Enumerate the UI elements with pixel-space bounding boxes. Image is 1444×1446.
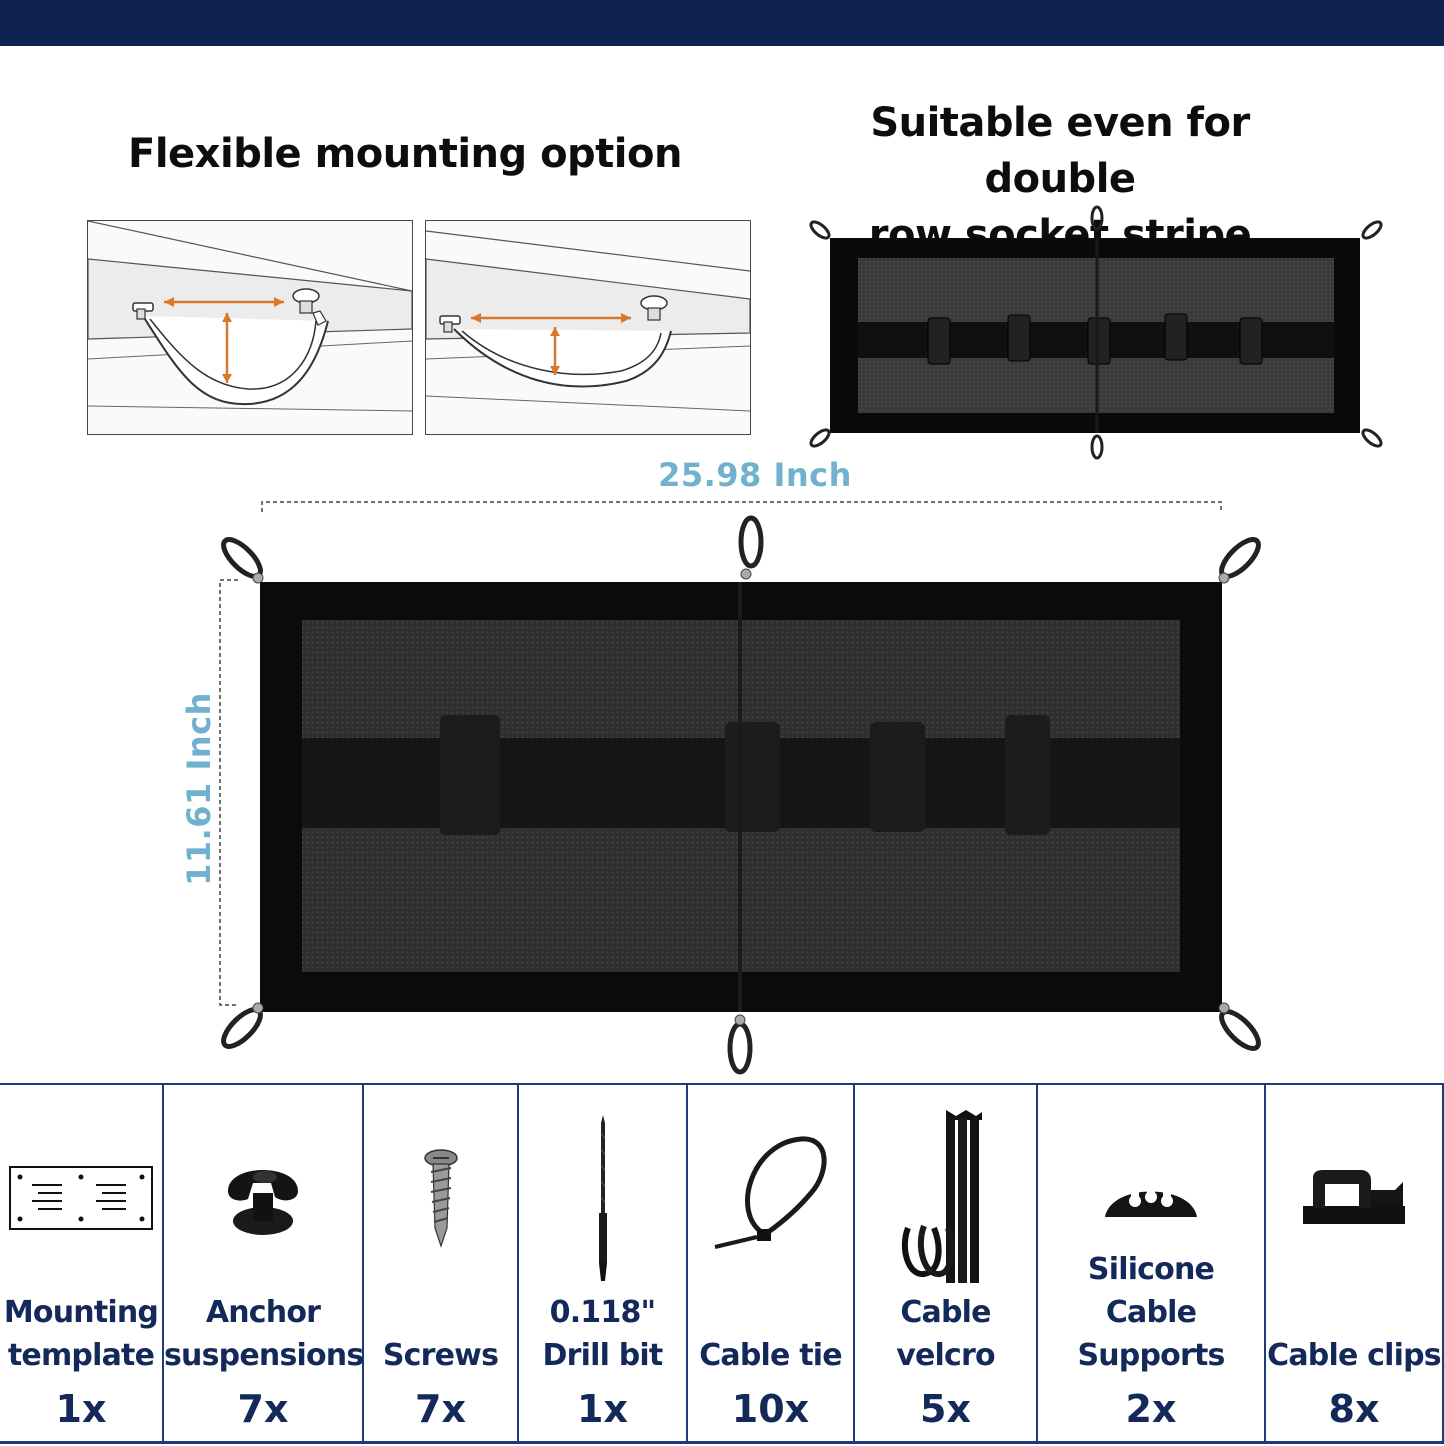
anchor-icon	[228, 1170, 298, 1235]
suitable-heading-line-1: Suitable even for double	[870, 100, 1250, 202]
item-label-line: 0.118"	[549, 1295, 657, 1330]
mounting-diagram-shallow-sag	[425, 220, 751, 435]
cable-clip-icon	[1303, 1170, 1405, 1224]
width-dimension-label: 25.98 Inch	[658, 456, 852, 494]
item-anchor-suspensions: Anchor suspensions 7x	[164, 1083, 364, 1441]
item-quantity: 1x	[577, 1387, 628, 1431]
item-label-line: Cable tie	[699, 1338, 842, 1373]
item-label: Anchor suspensions	[164, 1281, 364, 1377]
item-label-line: Anchor	[205, 1295, 321, 1330]
screw-icon	[423, 1149, 458, 1248]
item-label: 0.118" Drill bit	[519, 1281, 686, 1377]
item-label-line: Cable clips	[1267, 1338, 1442, 1373]
item-quantity: 7x	[415, 1387, 466, 1431]
mounting-heading: Flexible mounting option	[128, 131, 682, 177]
item-label-line: Supports	[1077, 1338, 1225, 1373]
item-mounting-template: Mounting template 1x	[0, 1083, 164, 1441]
cable-net-image	[219, 501, 1261, 1075]
item-label: Screws	[364, 1281, 517, 1377]
cable-tie-icon	[714, 1136, 826, 1249]
velcro-icon	[901, 1110, 982, 1283]
item-label: Cable velcro	[855, 1281, 1036, 1377]
item-label-line: Silicone Cable	[1087, 1252, 1215, 1330]
item-label: Silicone Cable Supports	[1038, 1252, 1264, 1377]
item-quantity: 8x	[1328, 1387, 1380, 1431]
item-cable-velcro: Cable velcro 5x	[855, 1083, 1038, 1441]
item-quantity: 10x	[731, 1387, 810, 1431]
item-cable-tie: Cable tie 10x	[688, 1083, 855, 1441]
shallow-sag-illustration	[426, 230, 750, 412]
item-quantity: 7x	[237, 1387, 289, 1431]
top-banner	[0, 0, 1444, 46]
item-cable-clips: Cable clips 8x	[1266, 1083, 1444, 1441]
socket-net-image	[809, 205, 1383, 460]
item-label-line: Cable velcro	[896, 1295, 995, 1373]
mounting-template-icon	[9, 1166, 153, 1230]
item-label: Mounting template	[0, 1281, 162, 1377]
item-silicone-cable-supports: Silicone Cable Supports 2x	[1038, 1083, 1266, 1441]
item-label-line: Screws	[382, 1338, 499, 1373]
deep-sag-illustration	[88, 221, 412, 412]
mounting-diagram-deep-sag	[87, 220, 413, 435]
item-quantity: 5x	[920, 1387, 971, 1431]
item-label-line: template	[7, 1338, 155, 1373]
item-label-line: suspensions	[164, 1338, 364, 1373]
item-label: Cable tie	[688, 1281, 853, 1377]
bottom-border	[0, 1441, 1444, 1444]
item-label: Cable clips	[1266, 1281, 1442, 1377]
cable-support-icon	[1105, 1185, 1197, 1217]
item-screws: Screws 7x	[364, 1083, 519, 1441]
item-quantity: 1x	[55, 1387, 107, 1431]
accessories-grid	[0, 1083, 1444, 1446]
item-label-line: Mounting	[3, 1295, 159, 1330]
drill-bit-icon	[598, 1115, 607, 1281]
item-drill-bit: 0.118" Drill bit 1x	[519, 1083, 688, 1441]
item-quantity: 2x	[1125, 1387, 1177, 1431]
item-label-line: Drill bit	[542, 1338, 664, 1373]
